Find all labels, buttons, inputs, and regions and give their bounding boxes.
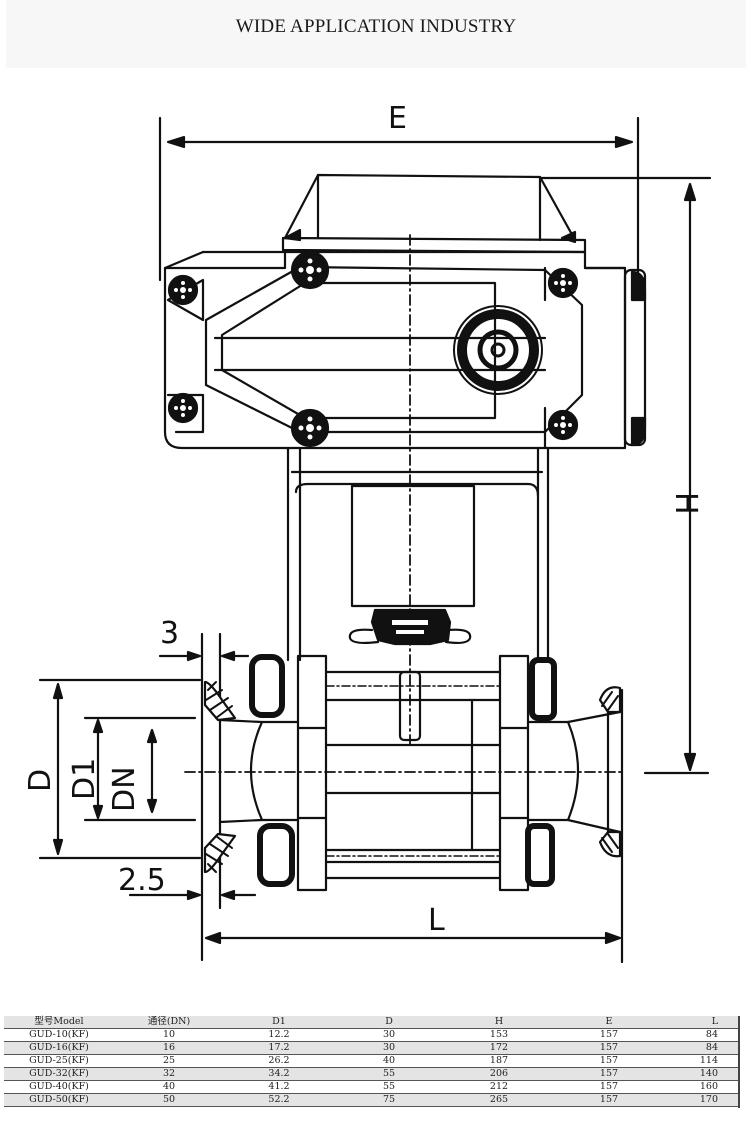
table-row: GUD-10(KF) 10 12.2 30 153 157 84 xyxy=(4,1028,740,1042)
header-d1: D1 xyxy=(224,1016,334,1029)
table-row: GUD-32(KF) 32 34.2 55 206 157 140 xyxy=(4,1067,740,1081)
cell-l: 170 xyxy=(664,1093,740,1107)
header-l: L xyxy=(664,1016,740,1029)
dimension-gap-top: 3 xyxy=(158,616,250,662)
header-d: D xyxy=(334,1016,444,1029)
spec-table-container: 型号Model 通径(DN) D1 D H E L GUD-10(KF) 10 … xyxy=(0,1014,750,1109)
valve-body xyxy=(296,654,530,892)
cell-h: 206 xyxy=(444,1067,554,1081)
banner-title: WIDE APPLICATION INDUSTRY xyxy=(235,16,517,37)
table-row: GUD-25(KF) 25 26.2 40 187 157 114 xyxy=(4,1054,740,1068)
cell-model: GUD-40(KF) xyxy=(4,1080,114,1094)
label-gap-bottom: 2.5 xyxy=(118,863,166,898)
cell-dn: 40 xyxy=(114,1080,224,1094)
cell-model: GUD-25(KF) xyxy=(4,1054,114,1068)
cell-model: GUD-10(KF) xyxy=(4,1028,114,1042)
cell-d: 40 xyxy=(334,1054,444,1068)
cell-d: 30 xyxy=(334,1041,444,1055)
cell-h: 172 xyxy=(444,1041,554,1055)
valve-dimension-drawing: E H xyxy=(0,80,750,990)
dimension-d-d1-dn: D D1 DN xyxy=(23,678,202,860)
actuator-top-cover xyxy=(281,173,587,254)
label-e: E xyxy=(388,101,407,136)
label-d1: D1 xyxy=(67,758,102,800)
dimension-e: E xyxy=(158,101,640,282)
cell-h: 153 xyxy=(444,1028,554,1042)
dimension-h: H xyxy=(538,176,712,775)
position-indicator-icon xyxy=(453,305,543,395)
cell-l: 114 xyxy=(664,1054,740,1068)
header-e: E xyxy=(554,1016,664,1029)
spec-table: 型号Model 通径(DN) D1 D H E L GUD-10(KF) 10 … xyxy=(4,1016,740,1107)
table-right-border xyxy=(738,1016,740,1108)
cell-l: 140 xyxy=(664,1067,740,1081)
dimension-gap-bottom: 2.5 xyxy=(118,863,257,901)
cell-l: 84 xyxy=(664,1028,740,1042)
stem-coupling xyxy=(348,608,472,646)
cell-e: 157 xyxy=(554,1028,664,1042)
cell-model: GUD-32(KF) xyxy=(4,1067,114,1081)
cell-d: 30 xyxy=(334,1028,444,1042)
cell-dn: 10 xyxy=(114,1028,224,1042)
cell-dn: 50 xyxy=(114,1093,224,1107)
cell-dn: 16 xyxy=(114,1041,224,1055)
right-clamp-ferrule xyxy=(526,686,624,964)
actuator-body xyxy=(163,250,647,450)
cell-d1: 41.2 xyxy=(224,1080,334,1094)
label-l: L xyxy=(428,903,445,938)
cell-dn: 25 xyxy=(114,1054,224,1068)
page-banner: WIDE APPLICATION INDUSTRY xyxy=(6,0,746,68)
cell-model: GUD-16(KF) xyxy=(4,1041,114,1055)
label-d: D xyxy=(23,769,58,792)
header-model: 型号Model xyxy=(4,1016,114,1029)
label-dn: DN xyxy=(107,766,142,812)
cell-h: 212 xyxy=(444,1080,554,1094)
cell-d: 55 xyxy=(334,1080,444,1094)
table-header-row: 型号Model 通径(DN) D1 D H E L xyxy=(4,1016,740,1029)
screw-icons xyxy=(167,250,579,448)
cell-e: 157 xyxy=(554,1067,664,1081)
cell-d1: 12.2 xyxy=(224,1028,334,1042)
cell-d1: 34.2 xyxy=(224,1067,334,1081)
header-dn: 通径(DN) xyxy=(114,1016,224,1029)
cell-d1: 17.2 xyxy=(224,1041,334,1055)
label-gap-top: 3 xyxy=(160,616,179,651)
left-clamp-ferrule xyxy=(200,632,300,962)
cell-dn: 32 xyxy=(114,1067,224,1081)
dimension-l: L xyxy=(204,903,622,945)
cell-l: 84 xyxy=(664,1041,740,1055)
cell-l: 160 xyxy=(664,1080,740,1094)
cell-h: 187 xyxy=(444,1054,554,1068)
table-row: GUD-16(KF) 16 17.2 30 172 157 84 xyxy=(4,1041,740,1055)
table-row: GUD-40(KF) 40 41.2 55 212 157 160 xyxy=(4,1080,740,1094)
cell-model: GUD-50(KF) xyxy=(4,1093,114,1107)
header-h: H xyxy=(444,1016,554,1029)
cell-d1: 26.2 xyxy=(224,1054,334,1068)
cell-d1: 52.2 xyxy=(224,1093,334,1107)
cell-e: 157 xyxy=(554,1080,664,1094)
cell-d: 55 xyxy=(334,1067,444,1081)
cell-h: 265 xyxy=(444,1093,554,1107)
cell-e: 157 xyxy=(554,1093,664,1107)
cell-e: 157 xyxy=(554,1054,664,1068)
label-h: H xyxy=(668,492,703,515)
table-row: GUD-50(KF) 50 52.2 75 265 157 170 xyxy=(4,1093,740,1107)
cell-e: 157 xyxy=(554,1041,664,1055)
mounting-bracket xyxy=(286,446,550,662)
cell-d: 75 xyxy=(334,1093,444,1107)
nut-icons xyxy=(249,654,557,887)
